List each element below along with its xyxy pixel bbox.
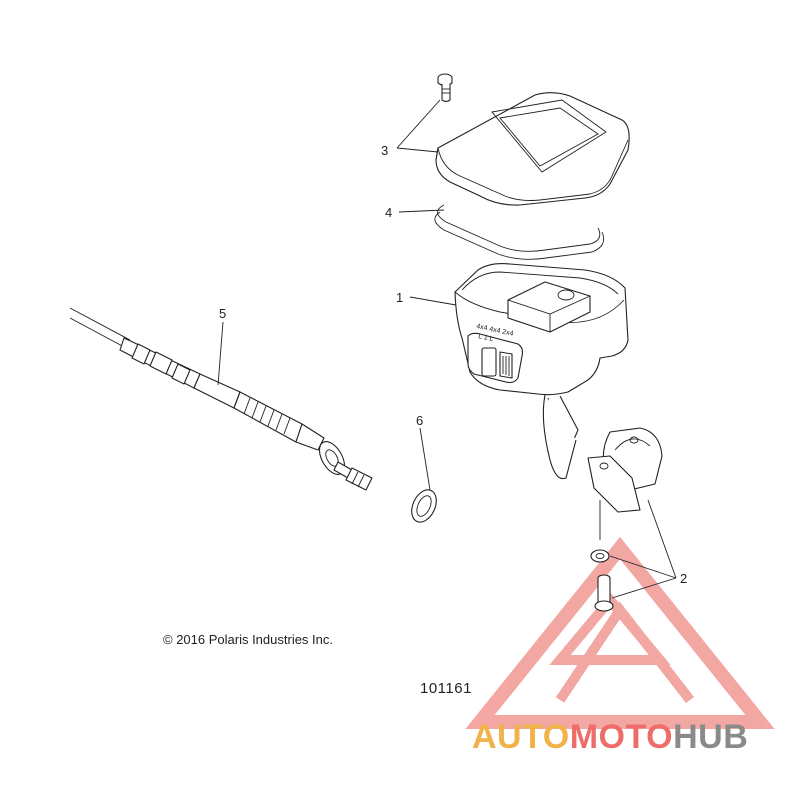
washer-part-2	[590, 549, 610, 563]
watermark-brand: AUTOMOTOHUB	[472, 718, 748, 757]
watermark-hub: HUB	[673, 718, 749, 756]
callout-5: 5	[219, 306, 226, 321]
gasket-part-4	[434, 204, 605, 260]
clamp-bracket	[587, 427, 663, 513]
oring-part-6	[411, 489, 437, 523]
leader-lines	[217, 99, 677, 599]
callout-6: 6	[416, 413, 423, 428]
screw-part-3	[437, 73, 453, 103]
watermark-auto: AUTO	[472, 718, 570, 756]
switch-housing-part-1: 4x4 4x4 2x4 L 1 L	[454, 263, 629, 480]
cover-part-3	[435, 92, 630, 206]
callout-1: 1	[396, 290, 403, 305]
callout-2: 2	[680, 571, 687, 586]
watermark-moto: MOTO	[569, 718, 674, 756]
callout-3: 3	[381, 143, 388, 158]
cable-part-5	[69, 307, 373, 491]
switch-marking-bottom: L 1 L	[478, 333, 495, 343]
copyright-text: © 2016 Polaris Industries Inc.	[163, 632, 333, 647]
callout-4: 4	[385, 205, 392, 220]
pin-part-2	[594, 574, 614, 612]
watermark-logo-icon	[465, 536, 775, 729]
diagram-number: 101161	[420, 680, 472, 697]
